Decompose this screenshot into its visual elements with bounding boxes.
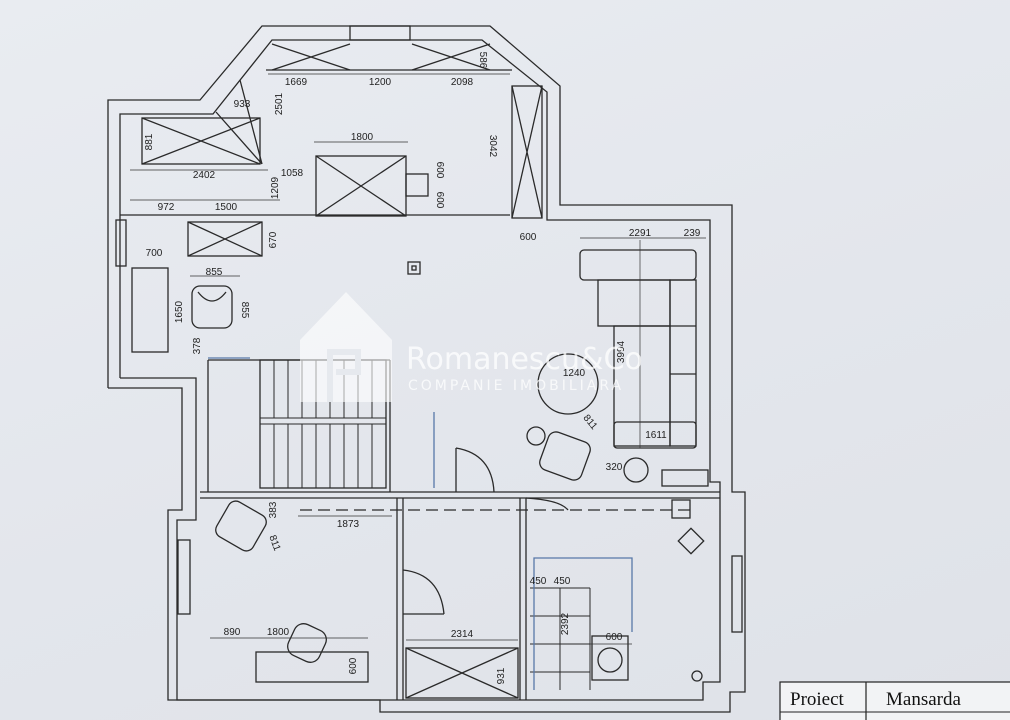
dim-label: 2402 bbox=[193, 170, 216, 181]
dim-label: 1500 bbox=[215, 202, 238, 213]
dim-label: 1200 bbox=[369, 77, 392, 88]
toilet bbox=[597, 647, 623, 673]
armchair bbox=[215, 500, 267, 552]
dim-label: 1873 bbox=[337, 519, 360, 530]
chair bbox=[287, 623, 327, 663]
dim-label: 239 bbox=[684, 228, 701, 239]
dim-label: 2392 bbox=[560, 612, 571, 635]
desk-left bbox=[187, 221, 263, 257]
watermark-title: Romanescu&Co bbox=[406, 342, 643, 377]
dim-label: 1669 bbox=[285, 77, 308, 88]
fixture bbox=[677, 527, 705, 555]
dim-label: 933 bbox=[234, 99, 251, 110]
dim-label: 2314 bbox=[451, 629, 474, 640]
dim-label: 811 bbox=[581, 413, 600, 433]
window-top bbox=[349, 25, 411, 41]
window-right bbox=[731, 555, 743, 633]
dim-label: 881 bbox=[144, 133, 155, 150]
dim-label: 450 bbox=[530, 576, 547, 587]
title-block: Proiect Mansarda bbox=[779, 681, 1010, 720]
dim-label: 1058 bbox=[281, 168, 304, 179]
dim-label: 670 bbox=[268, 231, 279, 248]
dim-label: 1800 bbox=[267, 627, 290, 638]
watermark-r-icon bbox=[327, 349, 361, 402]
dim-label: 450 bbox=[554, 576, 571, 587]
dim-label: 2501 bbox=[274, 92, 285, 115]
dim-label: 855 bbox=[206, 267, 223, 278]
sofa-seat bbox=[613, 325, 671, 447]
dim-label: 700 bbox=[146, 248, 163, 259]
door-swing bbox=[525, 497, 569, 511]
dim-label: 383 bbox=[268, 501, 279, 518]
dim-label: 378 bbox=[192, 337, 203, 354]
dim-label: 1650 bbox=[174, 300, 185, 323]
outer-wall-outer bbox=[107, 25, 746, 713]
dim-label: 600 bbox=[606, 632, 623, 643]
dim-label: 586 bbox=[477, 52, 488, 69]
wardrobe-right bbox=[511, 85, 543, 219]
armchair bbox=[539, 431, 591, 481]
tv-unit bbox=[661, 469, 709, 487]
shower bbox=[591, 635, 629, 681]
dim-label: 855 bbox=[239, 302, 250, 319]
watermark-subtitle: COMPANIE IMOBILIARA bbox=[408, 378, 624, 394]
ceiling-fixture bbox=[407, 261, 421, 275]
dim-label: 890 bbox=[224, 627, 241, 638]
dim-label: 600 bbox=[434, 192, 445, 209]
dim-label: 931 bbox=[496, 667, 507, 684]
bath-stairs bbox=[530, 587, 591, 690]
dim-label: 320 bbox=[606, 462, 623, 473]
cabinet-left bbox=[131, 267, 169, 353]
sink bbox=[671, 499, 691, 519]
dim-label: 600 bbox=[434, 162, 445, 179]
dim-label: 600 bbox=[520, 232, 537, 243]
dim-label: 3042 bbox=[487, 135, 498, 158]
coffee-table bbox=[537, 353, 599, 415]
dim-label: 1611 bbox=[645, 430, 667, 441]
dim-label: 2098 bbox=[451, 77, 474, 88]
dim-label: 972 bbox=[158, 202, 175, 213]
wardrobe-left bbox=[141, 117, 261, 165]
title-block-project-label: Proiect bbox=[790, 689, 845, 710]
dim-label: 600 bbox=[348, 657, 359, 674]
door-swing bbox=[402, 569, 445, 615]
window-left bbox=[115, 219, 127, 267]
dim-label: 1209 bbox=[270, 176, 281, 199]
dim-label: 811 bbox=[266, 534, 282, 553]
dimension-lines bbox=[130, 73, 706, 645]
sofa-seat bbox=[597, 279, 671, 327]
sofa-arm bbox=[613, 421, 697, 449]
wardrobe-bottom bbox=[405, 647, 519, 699]
drain bbox=[691, 670, 703, 682]
watermark-house-icon bbox=[300, 292, 392, 402]
dim-label: 1800 bbox=[351, 132, 374, 143]
title-block-project-name: Mansarda bbox=[886, 689, 961, 710]
armchair bbox=[191, 285, 233, 329]
dim-label: 1240 bbox=[563, 368, 586, 379]
nightstand bbox=[405, 173, 429, 197]
sofa bbox=[579, 249, 697, 281]
door-swing bbox=[455, 447, 495, 493]
sofa-back bbox=[669, 279, 697, 447]
side-table bbox=[623, 457, 649, 483]
dimension-labels: 1669 1200 2098 586 933 2501 881 3042 180… bbox=[144, 52, 701, 685]
outer-wall-inner bbox=[119, 39, 721, 701]
dim-label: 2291 bbox=[629, 228, 652, 239]
desk-bedroom bbox=[255, 651, 369, 683]
window-bedroom bbox=[177, 539, 191, 615]
side-table bbox=[526, 426, 546, 446]
watermark: Romanescu&Co COMPANIE IMOBILIARA bbox=[300, 292, 643, 402]
blue-lines bbox=[208, 357, 633, 690]
dim-label: 3994 bbox=[616, 340, 627, 363]
